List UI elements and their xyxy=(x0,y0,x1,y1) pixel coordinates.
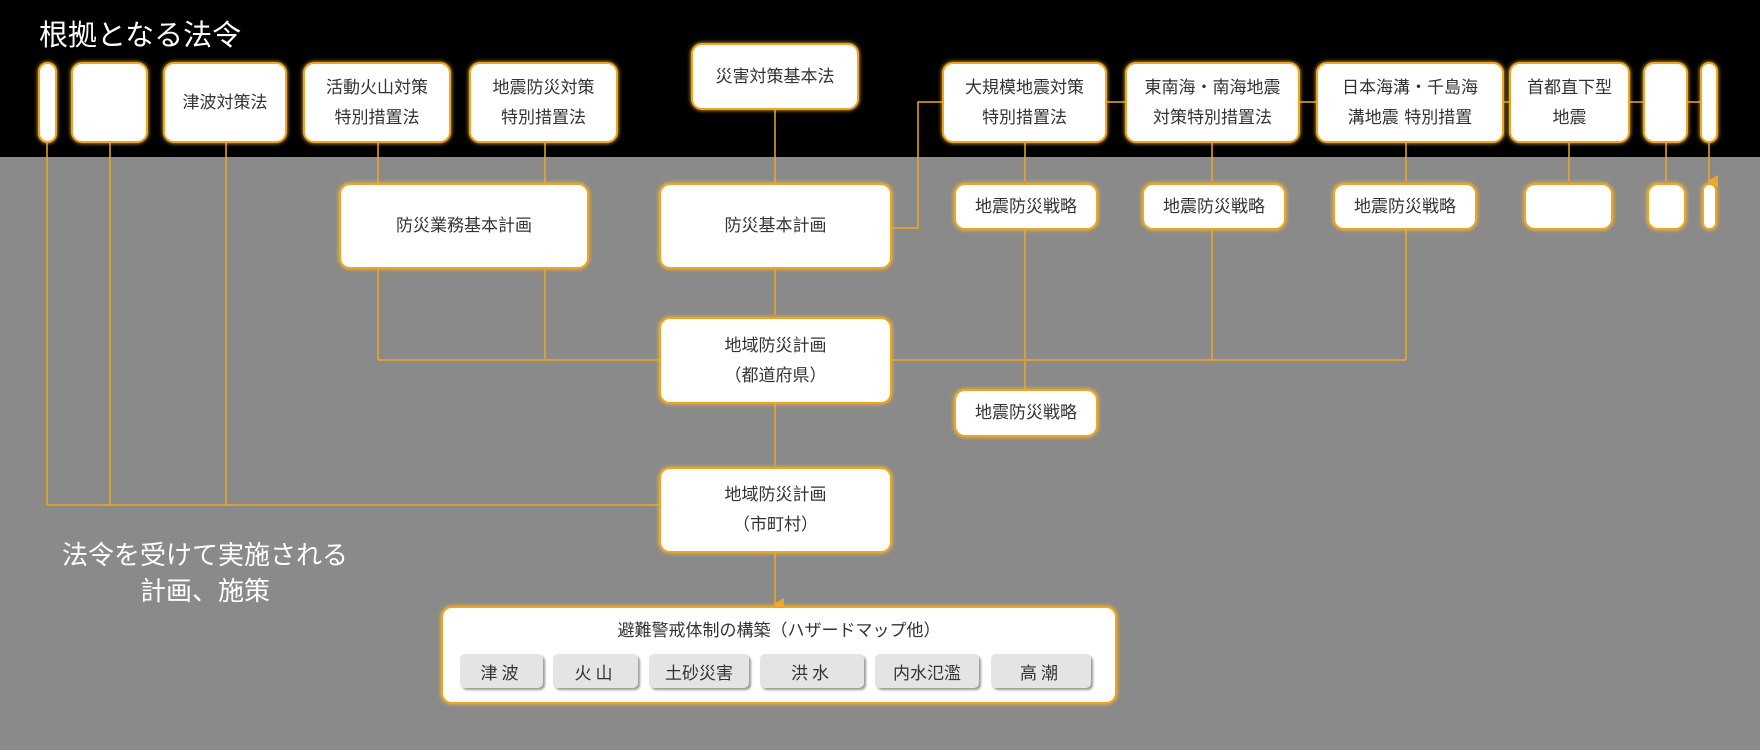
label: 特別措置法 xyxy=(501,107,586,128)
label: 東南海・南海地震 xyxy=(1144,77,1281,98)
label: 溝地震 特別措置 xyxy=(1347,107,1473,128)
plans-caption: 法令を受けて実施される計画、施策 xyxy=(30,538,380,610)
law-japan-trench: 日本海溝・千島海溝地震 特別措置 xyxy=(1316,62,1504,143)
law-earthquake: 地震防災対策特別措置法 xyxy=(469,62,618,143)
chip-landslide: 土砂災害 xyxy=(649,654,749,688)
label: 地震 xyxy=(1552,107,1587,128)
law-box-blank-4 xyxy=(1700,62,1718,143)
strategy-blank-2 xyxy=(1647,183,1686,230)
label: 地域防災計画 xyxy=(724,485,827,505)
law-capital: 首都直下型地震 xyxy=(1509,62,1630,143)
strategy-prefecture: 地震防災戦略 xyxy=(954,389,1098,437)
caption-line: 計画、施策 xyxy=(139,577,270,607)
label: 特別措置法 xyxy=(982,107,1067,128)
chip-volcano: 火山 xyxy=(553,654,638,688)
chip-inland-flood: 内水氾濫 xyxy=(875,654,979,688)
law-tsunami: 津波対策法 xyxy=(163,62,287,143)
strategy-blank-3 xyxy=(1702,183,1717,230)
label: 大規模地震対策 xyxy=(965,77,1084,98)
label: 地震防災対策 xyxy=(492,77,595,98)
law-box-blank-2 xyxy=(71,62,148,143)
label: 地震防災戦略 xyxy=(975,196,1077,217)
law-box-blank-1 xyxy=(38,62,57,143)
law-tonankai: 東南海・南海地震対策特別措置法 xyxy=(1125,62,1300,143)
strategy-2: 地震防災戦略 xyxy=(1142,183,1286,230)
strategy-1: 地震防災戦略 xyxy=(954,183,1098,230)
label: 災害対策基本法 xyxy=(715,66,835,87)
law-large-quake: 大規模地震対策特別措置法 xyxy=(942,62,1107,143)
caption-line: 法令を受けて実施される xyxy=(61,541,348,571)
label: 日本海溝・千島海 xyxy=(1342,77,1478,98)
label: 活動火山対策 xyxy=(326,77,428,98)
plan-prefecture: 地域防災計画 （都道府県） xyxy=(659,317,892,404)
label: （市町村） xyxy=(733,515,818,535)
evacuation-heading: 避難警戒体制の構築（ハザードマップ他） xyxy=(617,621,941,641)
plan-basic: 防災基本計画 xyxy=(659,183,892,269)
chip-storm-surge: 高潮 xyxy=(991,654,1091,688)
label: 津波対策法 xyxy=(182,92,268,113)
law-volcano: 活動火山対策特別措置法 xyxy=(303,62,451,143)
label: 対策特別措置法 xyxy=(1153,107,1272,128)
section-title: 根拠となる法令 xyxy=(39,18,242,52)
label: 地震防災戦略 xyxy=(1354,196,1456,217)
strategy-blank-1 xyxy=(1524,183,1613,230)
label: （都道府県） xyxy=(724,365,827,386)
law-box-blank-3 xyxy=(1643,62,1688,143)
label: 地震防災戦略 xyxy=(975,403,1077,423)
label: 防災基本計画 xyxy=(724,216,827,236)
label: 地域防災計画 xyxy=(724,335,827,356)
label: 防災業務基本計画 xyxy=(396,216,532,236)
label: 首都直下型 xyxy=(1527,77,1612,98)
label: 特別措置法 xyxy=(334,107,420,128)
law-basic: 災害対策基本法 xyxy=(691,43,859,110)
label: 地震防災戦略 xyxy=(1163,196,1265,217)
plan-municipality: 地域防災計画 （市町村） xyxy=(659,467,892,553)
chip-flood: 洪水 xyxy=(760,654,864,688)
chip-tsunami: 津波 xyxy=(460,654,543,688)
strategy-3: 地震防災戦略 xyxy=(1333,183,1477,230)
plan-duty: 防災業務基本計画 xyxy=(339,183,589,269)
